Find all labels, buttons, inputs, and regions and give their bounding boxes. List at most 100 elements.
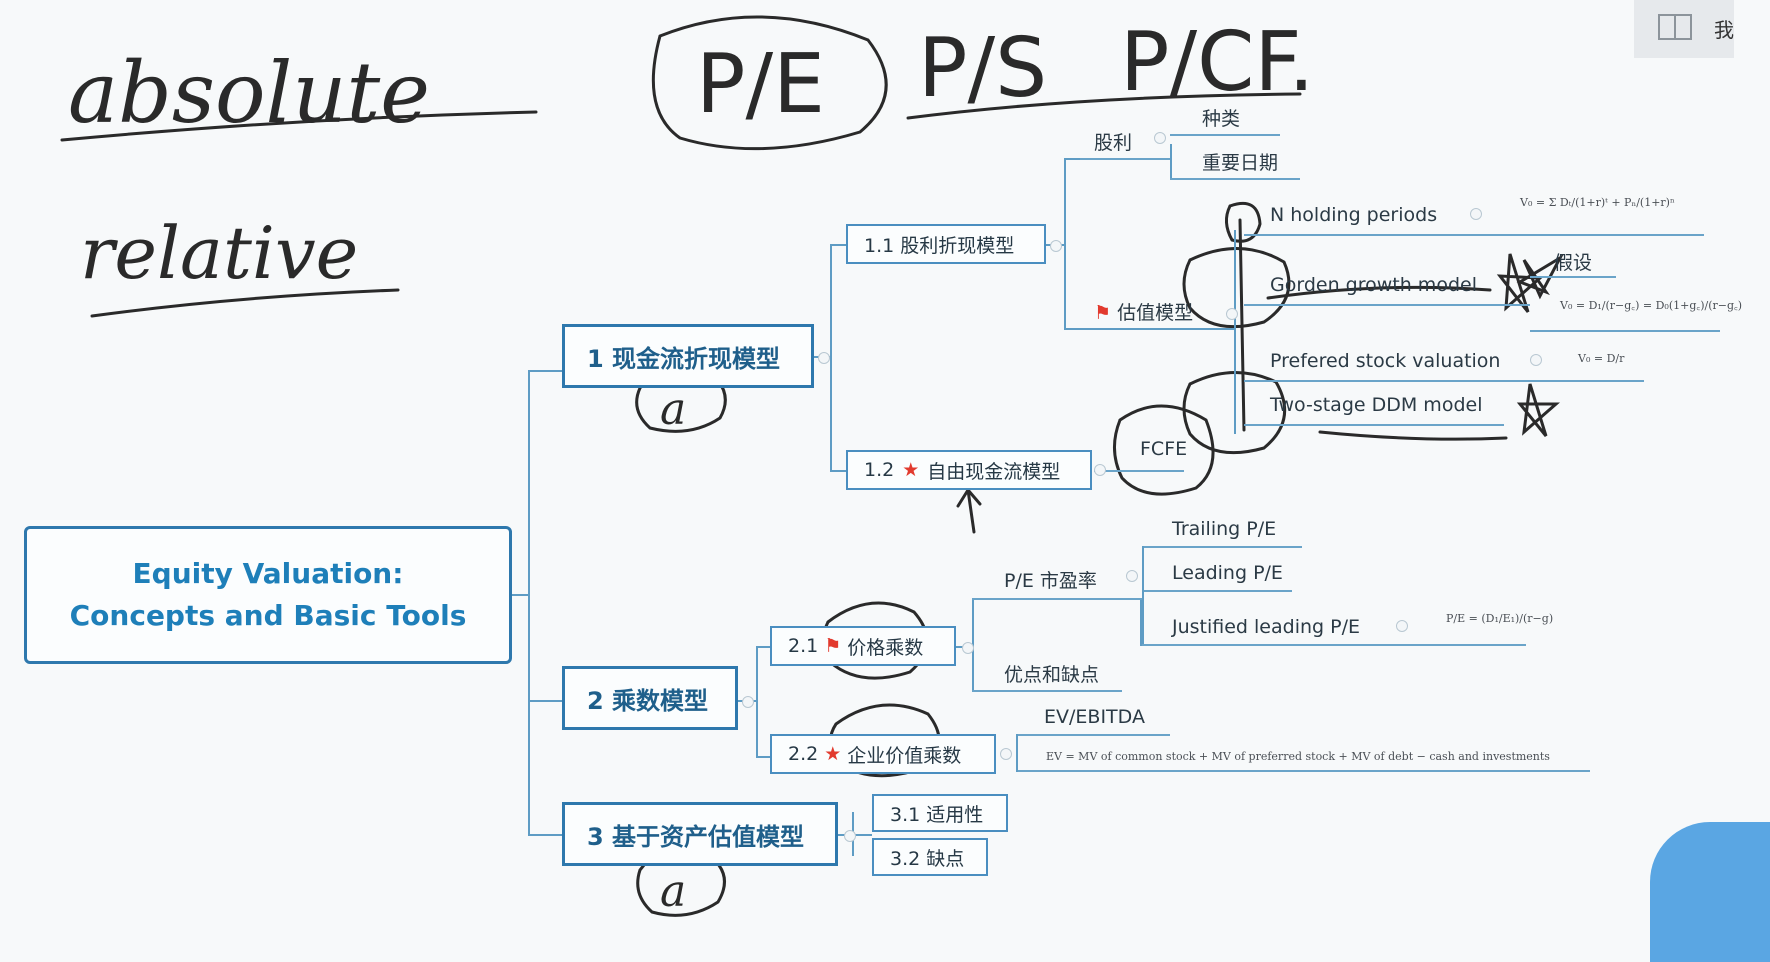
underline [1244,304,1530,306]
connector [1170,144,1172,180]
hw-absolute: absolute [68,44,430,142]
underline [1094,470,1184,472]
collapse-dot[interactable] [1126,570,1138,582]
underline [972,690,1122,692]
split-view-icon[interactable] [1658,14,1692,40]
hw-relative: relative [80,211,358,295]
node-preferred[interactable]: Prefered stock valuation [1270,350,1501,372]
formula-ev: EV = MV of common stock + MV of preferre… [1046,750,1550,763]
node-fcf-model[interactable]: 1.2 ★ 自由现金流模型 [846,450,1092,490]
node-ddm[interactable]: 1.1 股利折现模型 [846,224,1046,264]
flag-icon: ⚑ [824,635,842,657]
node-gordon[interactable]: Gorden growth model [1270,274,1477,296]
collapse-dot[interactable] [1226,308,1238,320]
node-dividend-kinds[interactable]: 种类 [1202,108,1241,130]
node-two-stage[interactable]: Two-stage DDM model [1270,394,1483,416]
corner-label: 我 [1714,18,1734,42]
presenter-edge [1650,822,1770,962]
connector [528,370,530,834]
connector [1016,734,1018,772]
flag-icon: ⚑ [1094,302,1112,324]
node-valuation-models[interactable]: ⚑ 估值模型 [1094,302,1194,324]
node-leading-pe[interactable]: Leading P/E [1172,562,1283,584]
collapse-dot[interactable] [962,642,974,654]
node-applicability[interactable]: 3.1 适用性 [872,794,1008,832]
node-trailing-pe[interactable]: Trailing P/E [1172,518,1277,540]
hw-pe: P/E [696,37,825,132]
star-icon: ★ [902,459,920,481]
collapse-dot[interactable] [1094,464,1106,476]
hw-ps: P/S [918,21,1047,116]
node-ev-ebitda[interactable]: EV/EBITDA [1044,706,1145,728]
connector [830,244,832,470]
root-node[interactable]: Equity Valuation: Concepts and Basic Too… [24,526,512,664]
connector [1064,158,1066,328]
formula-n-holding: V₀ = Σ Dₜ/(1+r)ᵗ + Pₙ/(1+r)ⁿ [1520,196,1675,209]
collapse-dot[interactable] [1050,240,1062,252]
collapse-dot[interactable] [818,352,830,364]
node-ev-multiples[interactable]: 2.2 ★ 企业价值乘数 [770,734,996,774]
underline [1530,276,1616,278]
underline [1244,424,1504,426]
connector [756,646,758,756]
collapse-dot[interactable] [1396,620,1408,632]
connector [512,594,528,596]
connector [1234,230,1236,434]
node-multiplier-model[interactable]: 2 乘数模型 [562,666,738,730]
connector [756,646,772,648]
connector [756,756,772,758]
node-key-dates[interactable]: 重要日期 [1202,152,1279,174]
connector [528,370,564,372]
hw-pcf: P/CF. [1120,15,1314,110]
underline [1142,546,1302,548]
node-fcfe[interactable]: FCFE [1140,438,1188,460]
node-drawbacks[interactable]: 3.2 缺点 [872,838,988,876]
underline [1170,134,1280,136]
connector [1142,546,1144,644]
hw-absolute-underline [60,110,538,142]
mindmap-canvas: absolute relative P/E P/S P/CF. a a [24,0,1770,962]
node-dcf-model[interactable]: 1 现金流折现模型 [562,324,814,388]
formula-justified: P/E = (D₁/E₁)/(r−g) [1446,612,1554,625]
formula-gordon: V₀ = D₁/(r−g꜀) = D₀(1+g꜀)/(r−g꜀) [1560,299,1743,312]
panel-toggle[interactable]: 我 [1634,0,1734,58]
underline [1530,330,1720,332]
root-title-line1: Equity Valuation: [132,557,404,590]
underline [1080,158,1170,160]
hw-vert-line [1238,218,1246,432]
underline [1170,178,1300,180]
formula-preferred: V₀ = D/r [1578,352,1625,365]
collapse-dot[interactable] [844,830,856,842]
collapse-dot[interactable] [1530,354,1542,366]
underline [1244,234,1704,236]
underline [1142,590,1292,592]
underline [1016,770,1590,772]
root-title-line2: Concepts and Basic Tools [69,599,467,632]
node-dividend[interactable]: 股利 [1094,132,1133,154]
underline [1142,644,1526,646]
hw-a1: a [660,384,686,435]
collapse-dot[interactable] [742,696,754,708]
hw-star3 [1516,383,1560,437]
connector [1064,328,1234,330]
collapse-dot[interactable] [1470,208,1482,220]
node-assumption[interactable]: 假设 [1554,252,1593,274]
node-n-holding[interactable]: N holding periods [1270,204,1438,226]
hw-pe-circle [651,15,888,151]
hw-a3: a [660,866,686,917]
hw-relative-underline [90,288,400,318]
hw-ps-underline [906,92,1302,120]
node-asset-based-model[interactable]: 3 基于资产估值模型 [562,802,838,866]
collapse-dot[interactable] [1154,132,1166,144]
node-pros-cons[interactable]: 优点和缺点 [1004,664,1100,686]
node-justified-pe[interactable]: Justified leading P/E [1172,616,1360,638]
hw-arrow-up [956,488,982,534]
star-icon: ★ [824,743,842,765]
hw-twostage-underline [1318,430,1508,441]
collapse-dot[interactable] [1000,748,1012,760]
connector [528,700,564,702]
node-price-multiples[interactable]: 2.1 ⚑ 价格乘数 [770,626,956,666]
node-pe-ratio[interactable]: P/E 市盈率 [1004,570,1097,592]
underline [972,598,1142,600]
connector [830,244,848,246]
